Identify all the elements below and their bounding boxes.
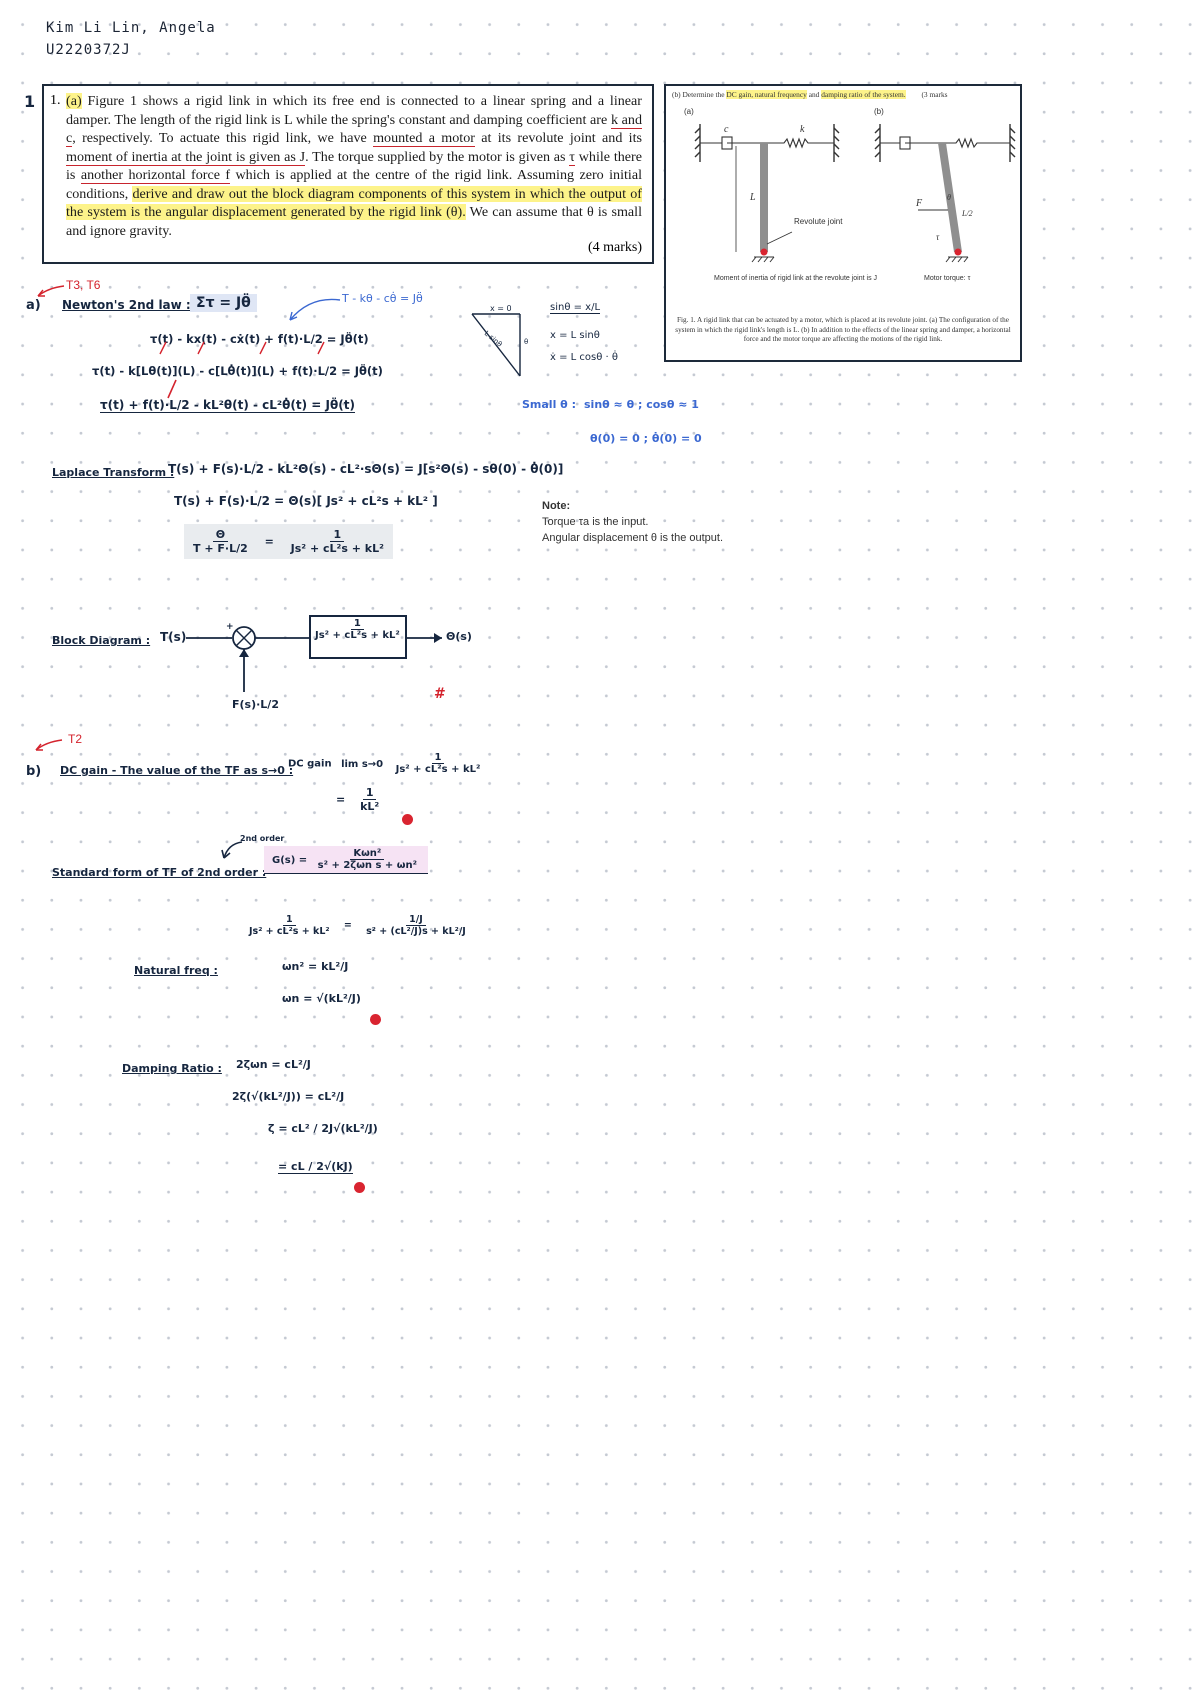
laplace-2: T(s) + F(s)·L/2 = Θ(s)[ Js² + cL²s + kL²… bbox=[174, 494, 438, 508]
ground-a bbox=[751, 256, 775, 263]
dc-gain-heading: DC gain - The value of the TF as s→0 : bbox=[60, 764, 294, 777]
geometry-sketch: L sinθ θ bbox=[471, 313, 528, 377]
geo-x2: ẋ = L cosθ · θ̇ bbox=[550, 352, 619, 363]
label-moi: Moment of inertia of rigid link at the r… bbox=[714, 275, 877, 282]
small-angle-heading: Small θ : bbox=[522, 398, 576, 411]
joint-b bbox=[954, 248, 962, 256]
student-id: U2220372J bbox=[46, 42, 131, 58]
figure-title: (b) Determine the DC gain, natural frequ… bbox=[672, 90, 948, 99]
question-part: (a) bbox=[66, 93, 82, 109]
label-joint: Revolute joint bbox=[794, 217, 843, 226]
geo-x1: x = L sinθ bbox=[550, 330, 600, 341]
part-a-label: a) bbox=[26, 298, 41, 313]
second-order-note: 2nd order bbox=[240, 834, 285, 843]
standard-form-heading: Standard form of TF of 2nd order : bbox=[52, 866, 267, 879]
geo-x0: x = 0 bbox=[490, 304, 512, 313]
question-marker: 1 bbox=[24, 92, 36, 111]
damping-2: 2ζ(√(kL²/J)) = cL²/J bbox=[232, 1090, 345, 1103]
label-torque: Motor torque: τ bbox=[924, 275, 971, 282]
wall-left-b bbox=[874, 124, 881, 162]
newton-heading: Newton's 2nd law : bbox=[62, 298, 191, 312]
laplace-heading: Laplace Transform : bbox=[52, 466, 175, 479]
label-k: k bbox=[800, 124, 805, 135]
label-L: L bbox=[749, 192, 756, 203]
bd-output: Θ(s) bbox=[446, 630, 472, 643]
label-c: c bbox=[724, 124, 729, 135]
damping-heading: Damping Ratio : bbox=[122, 1062, 222, 1075]
rigid-link-diagram: (a) (b) c k L Revolute joint bbox=[684, 107, 1016, 282]
damping-3: ζ = cL² / 2J√(kL²/J) bbox=[268, 1122, 378, 1135]
label-L-half: L/2 bbox=[961, 209, 973, 218]
label-b: (b) bbox=[874, 107, 884, 116]
question-number: 1. bbox=[50, 92, 61, 108]
part-a-ref-arrow bbox=[37, 285, 65, 297]
question-marks: (4 marks) bbox=[587, 240, 642, 255]
spring-a bbox=[764, 137, 834, 149]
part-a-ref: T3, T6 bbox=[66, 278, 101, 292]
svg-text:L sinθ: L sinθ bbox=[483, 329, 504, 348]
bd-sum-sign: + bbox=[226, 622, 234, 632]
small-angle-2: θ(0) = 0 ; θ̇(0) = 0 bbox=[590, 432, 702, 445]
small-angle-1: sinθ ≈ θ ; cosθ ≈ 1 bbox=[584, 398, 699, 411]
damping-dot bbox=[354, 1182, 365, 1193]
natural-freq-2: ωn = √(kL²/J) bbox=[282, 992, 361, 1005]
damping-1: 2ζωn = cL²/J bbox=[236, 1058, 311, 1071]
geo-sin: sinθ = x/L bbox=[550, 302, 601, 314]
second-order-arrow bbox=[221, 841, 243, 859]
equation-3: τ(t) + f(t)·L/2 - kL²θ(t) - cL²θ̇(t) = J… bbox=[100, 398, 355, 413]
part-a-end-mark: # bbox=[434, 686, 446, 702]
ground-b bbox=[945, 256, 969, 263]
newton-aside: T - kθ - cθ̇ = Jθ̈ bbox=[342, 292, 423, 305]
damper-b bbox=[880, 136, 942, 150]
note: Note: Torque τa is the input. Angular di… bbox=[542, 498, 723, 546]
label-F: F bbox=[915, 198, 923, 209]
label-a: (a) bbox=[684, 107, 694, 116]
aside-arrow bbox=[289, 298, 341, 321]
damping-4: = cL / 2√(kJ) bbox=[278, 1160, 353, 1174]
block-diagram bbox=[186, 615, 442, 692]
joint-a bbox=[760, 248, 768, 256]
wall-left-a bbox=[694, 124, 701, 162]
label-theta: θ bbox=[947, 193, 951, 202]
svg-text:θ: θ bbox=[524, 338, 528, 346]
rigid-link-b bbox=[938, 143, 962, 252]
bd-input: T(s) bbox=[160, 630, 187, 644]
part-b-ref-arrow bbox=[35, 739, 63, 751]
note-line-1: Torque τa is the input. bbox=[542, 516, 649, 528]
figure-caption: Fig. 1. A rigid link that can be actuate… bbox=[675, 316, 1011, 344]
wall-right-a bbox=[833, 124, 840, 162]
damper-a bbox=[700, 136, 764, 150]
question-text: (a) Figure 1 shows a rigid link in which… bbox=[66, 93, 643, 239]
part-b-ref: T2 bbox=[68, 732, 83, 746]
block-diagram-heading: Block Diagram : bbox=[52, 634, 151, 647]
figure-box: (b) Determine the DC gain, natural frequ… bbox=[664, 84, 1022, 362]
equation-2: τ(t) - k[Lθ(t)](L) - c[Lθ̇(t)](L) + f(t)… bbox=[92, 364, 383, 378]
bd-force-input: F(s)·L/2 bbox=[232, 698, 279, 711]
laplace-1: T(s) + F(s)·L/2 - kL²Θ(s) - cL²·sΘ(s) = … bbox=[168, 462, 564, 476]
student-name: Kim Li Lin, Angela bbox=[46, 20, 216, 36]
spring-b bbox=[942, 137, 1010, 149]
rigid-link-a bbox=[760, 143, 768, 252]
question-box: 1. (a) Figure 1 shows a rigid link in wh… bbox=[42, 84, 654, 264]
label-tau: τ bbox=[936, 232, 940, 242]
dc-gain-dot bbox=[402, 814, 413, 825]
equation-1: τ(t) - kx(t) - cẋ(t) + f(t)·L/2 = Jθ̈(t) bbox=[150, 332, 369, 346]
natural-freq-heading: Natural freq : bbox=[134, 964, 218, 977]
natural-freq-1: ωn² = kL²/J bbox=[282, 960, 349, 973]
wall-right-b bbox=[1009, 124, 1016, 162]
part-b-label: b) bbox=[26, 764, 42, 779]
plant-block bbox=[309, 615, 407, 659]
cancel-strokes bbox=[159, 341, 325, 399]
note-title: Note: bbox=[542, 500, 571, 512]
natural-freq-dot bbox=[370, 1014, 381, 1025]
newton-law: Στ = Jθ̈ bbox=[190, 294, 257, 312]
note-line-2: Angular displacement θ is the output. bbox=[542, 532, 724, 544]
